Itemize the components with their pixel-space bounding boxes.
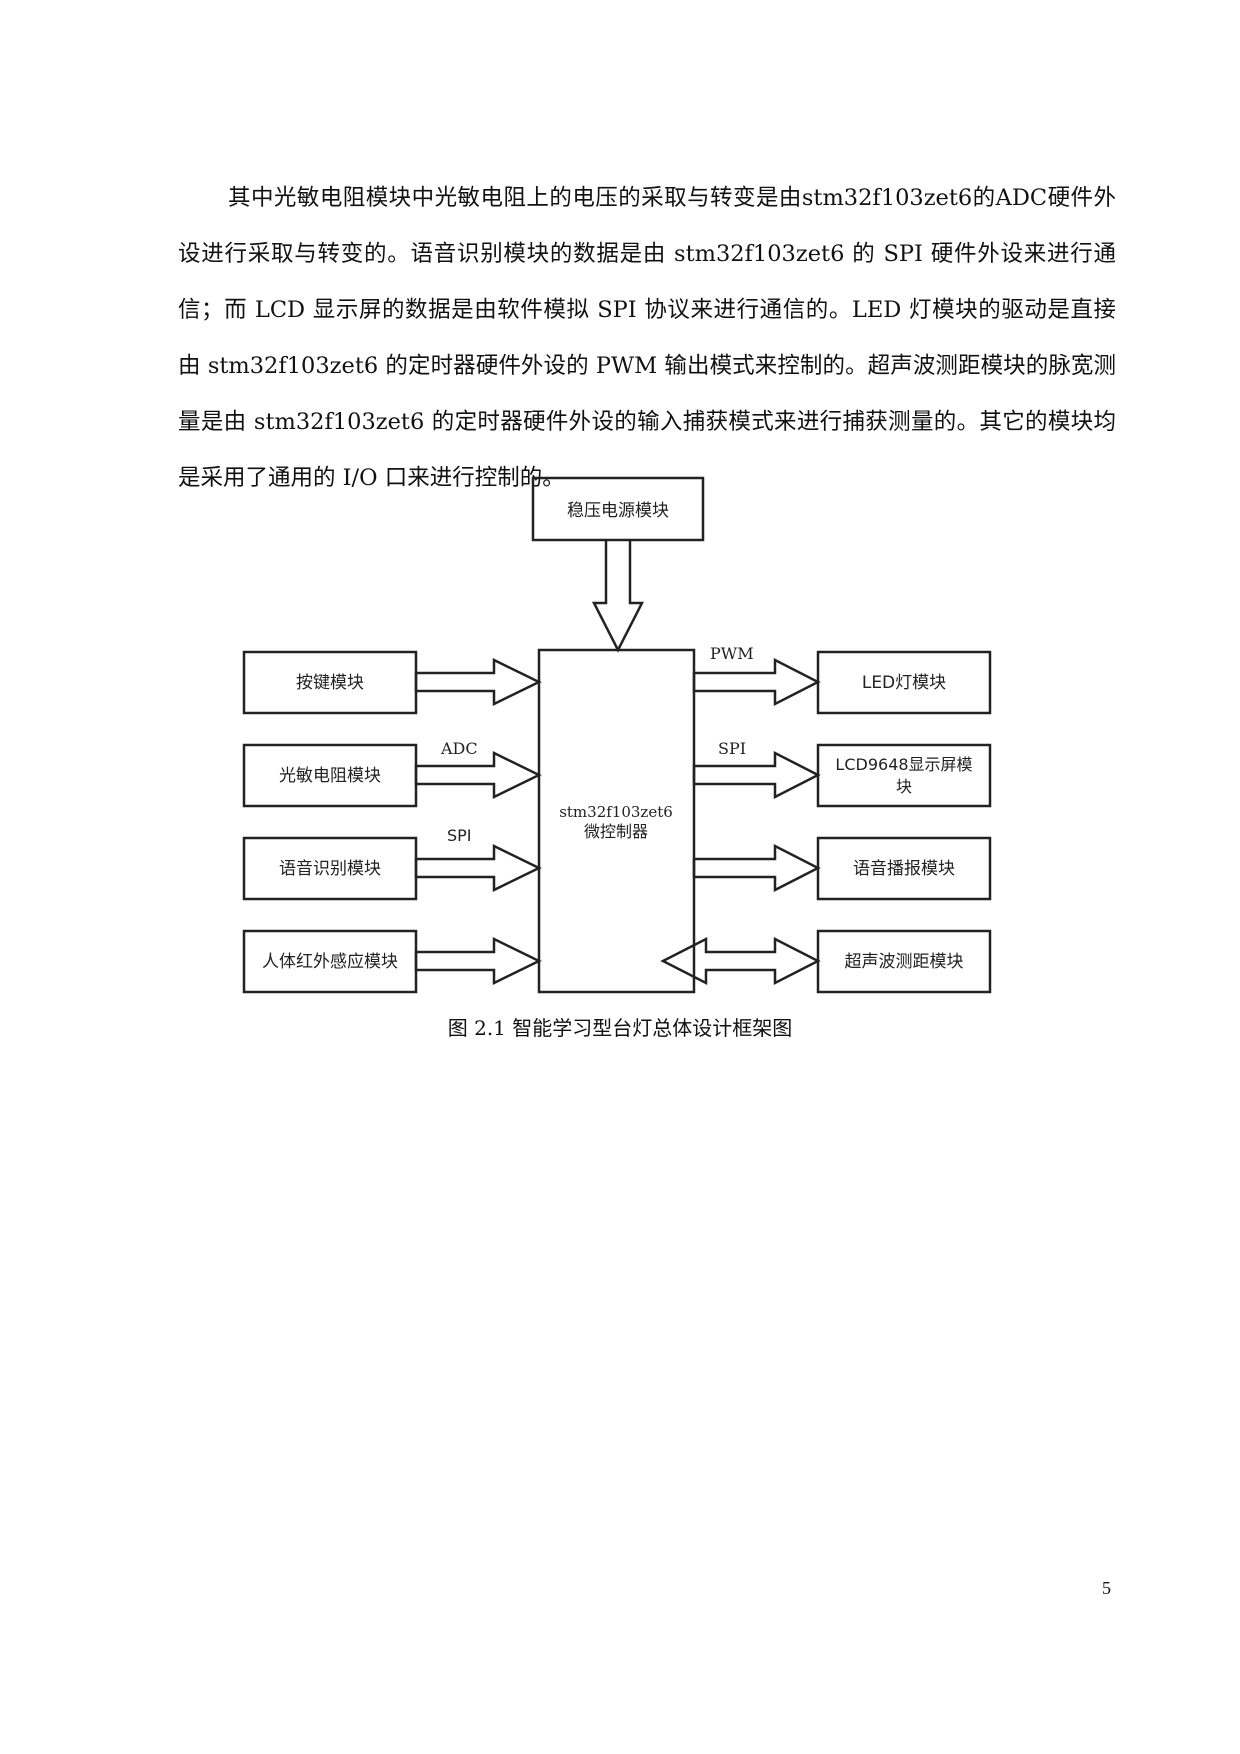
photoresistor-input-arrow [414,750,542,800]
figure-caption: 图 2.1 智能学习型台灯总体设计框架图 [447,1016,793,1040]
speech-input-arrow [414,843,542,893]
voice-broadcast-module-label: 语音播报模块 [853,859,955,879]
led-output-arrow [692,657,821,707]
power-arrow [591,540,645,653]
spi-output-signal-label: SPI [718,739,746,758]
ultrasonic-bidirectional-arrow [660,936,821,986]
led-module-label: LED灯模块 [862,673,946,693]
page-number: 5 [1102,1578,1111,1598]
mcu-label-line1: stm32f103zet6 [559,803,673,821]
power-module-box [531,476,705,542]
lcd-output-arrow [692,750,821,800]
mcu-box [537,648,696,994]
photoresistor-module-label: 光敏电阻模块 [279,766,381,786]
lcd-module-label-line1: LCD9648显示屏模 [835,755,972,774]
pir-module-label: 人体红外感应模块 [262,952,398,972]
ultrasonic-module-label: 超声波测距模块 [845,952,964,972]
pwm-signal-label: PWM [710,644,754,663]
adc-signal-label: ADC [440,739,478,758]
voice-broadcast-output-arrow [692,843,821,893]
spi-input-signal-label: SPI [447,826,472,845]
pir-input-arrow [414,936,542,986]
mcu-label-line2: 微控制器 [584,822,648,841]
body-paragraph: 其中光敏电阻模块中光敏电阻上的电压的采取与转变是由stm32f103zet6的A… [178,185,1116,491]
key-module-label: 按键模块 [296,673,364,693]
power-module-label: 稳压电源模块 [567,501,669,521]
lcd-module-label-line2: 块 [896,777,912,796]
key-input-arrow [414,657,542,707]
speech-recognition-module-label: 语音识别模块 [279,859,381,879]
